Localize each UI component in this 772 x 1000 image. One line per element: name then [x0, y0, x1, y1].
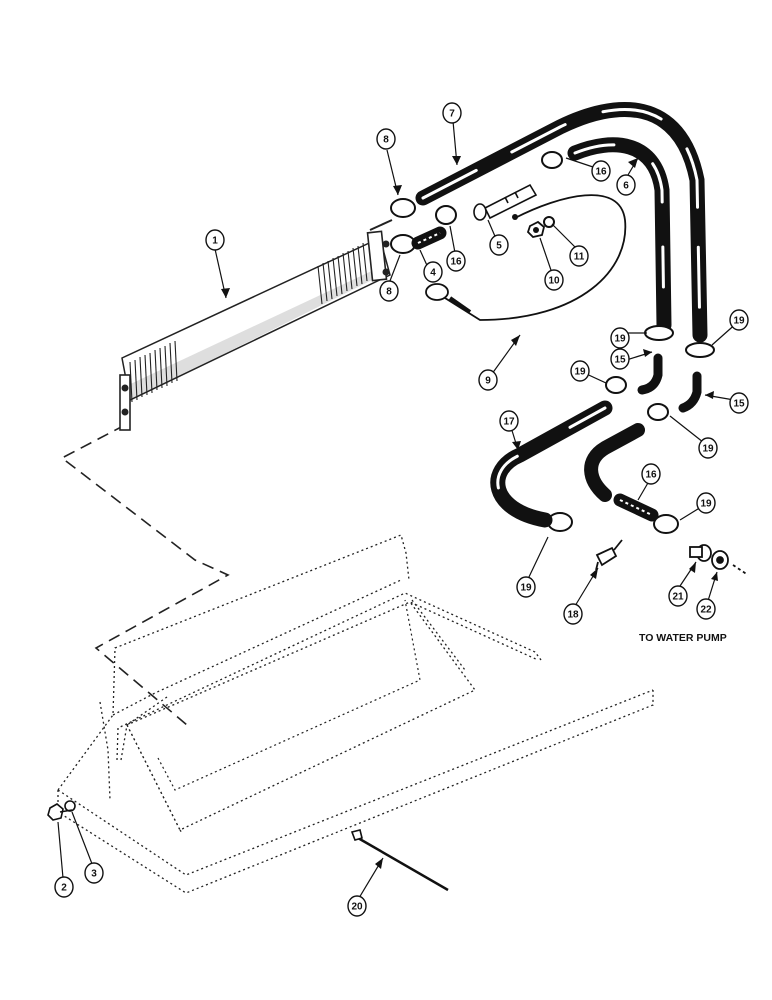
hose-7	[415, 102, 708, 343]
callout-17: 17	[499, 410, 519, 432]
fitting-22	[711, 550, 749, 576]
svg-text:19: 19	[702, 444, 714, 455]
washer-3	[64, 800, 76, 812]
svg-text:15: 15	[614, 355, 626, 366]
callout-15: 15	[729, 392, 749, 414]
cable-end	[512, 214, 518, 220]
bolt-2	[47, 803, 73, 821]
svg-text:15: 15	[733, 399, 745, 410]
callout-19: 19	[729, 309, 749, 331]
svg-text:19: 19	[733, 316, 745, 327]
callout-10: 10	[544, 269, 564, 291]
route-line	[60, 424, 230, 726]
callout-19: 19	[696, 492, 716, 514]
callout-3: 3	[84, 862, 104, 884]
svg-text:18: 18	[567, 610, 579, 621]
callout-6: 6	[616, 174, 636, 196]
valve-5	[473, 183, 538, 221]
svg-text:10: 10	[548, 276, 560, 287]
drain-valve-18	[595, 539, 623, 571]
svg-text:2: 2	[61, 883, 67, 894]
callout-2: 2	[54, 876, 74, 898]
callout-11: 11	[569, 245, 589, 267]
svg-text:1: 1	[212, 236, 218, 247]
callout-15: 15	[610, 348, 630, 370]
callout-22: 22	[696, 598, 716, 620]
svg-text:22: 22	[700, 605, 712, 616]
svg-text:8: 8	[383, 135, 389, 146]
callout-19: 19	[698, 437, 718, 459]
svg-text:6: 6	[623, 181, 629, 192]
callout-19: 19	[610, 327, 630, 349]
svg-text:5: 5	[496, 241, 502, 252]
elbow-15a	[637, 353, 663, 395]
svg-text:7: 7	[449, 109, 455, 120]
hose-clamps-upper	[390, 151, 563, 254]
callout-16: 16	[446, 250, 466, 272]
callout-1: 1	[205, 229, 225, 251]
hose-6	[567, 137, 672, 333]
svg-text:20: 20	[351, 902, 363, 913]
svg-text:16: 16	[595, 167, 607, 178]
svg-text:11: 11	[574, 252, 585, 263]
svg-text:21: 21	[672, 592, 684, 603]
svg-text:19: 19	[574, 367, 586, 378]
callout-9: 9	[478, 369, 498, 391]
callout-19: 19	[570, 360, 590, 382]
heater-core	[119, 219, 393, 431]
control-cable-9	[425, 194, 627, 321]
leader-arrowheads	[221, 156, 718, 869]
ring-11	[543, 216, 555, 228]
svg-text:19: 19	[614, 334, 626, 345]
callout-labels: 1 2 3 4 5 6 7 8 8 9 10 11 15 15 16 16 16 17 18 19 19 19 19 19 19…	[54, 102, 749, 917]
callout-5: 5	[489, 234, 509, 256]
note-to-water-pump: TO WATER PUMP	[639, 632, 727, 644]
fitting-21	[689, 544, 712, 562]
callout-20: 20	[347, 895, 367, 917]
hose-17	[490, 400, 613, 528]
svg-text:19: 19	[520, 583, 532, 594]
callout-21: 21	[668, 585, 688, 607]
svg-text:19: 19	[700, 499, 712, 510]
tray-panel	[126, 599, 421, 831]
callout-8: 8	[379, 280, 399, 302]
callout-16: 16	[591, 160, 611, 182]
callout-7: 7	[442, 102, 462, 124]
heater-tray	[57, 534, 654, 894]
connector-tube-16	[613, 493, 659, 522]
callout-19: 19	[516, 576, 536, 598]
svg-text:9: 9	[485, 376, 491, 387]
hose-16-lower	[584, 423, 645, 502]
rod-20	[350, 829, 449, 892]
callout-4: 4	[423, 261, 443, 283]
elbow-15b	[678, 371, 702, 413]
callout-18: 18	[563, 603, 583, 625]
svg-text:16: 16	[450, 257, 462, 268]
svg-text:8: 8	[386, 287, 392, 298]
callout-16: 16	[641, 463, 661, 485]
svg-text:16: 16	[645, 470, 657, 481]
hose-clamps-lower	[547, 325, 715, 534]
svg-text:4: 4	[430, 268, 436, 279]
connector-tube-4	[411, 226, 447, 250]
svg-text:17: 17	[503, 417, 515, 428]
callout-8: 8	[376, 128, 396, 150]
svg-text:3: 3	[91, 869, 97, 880]
nut-10	[526, 220, 546, 238]
